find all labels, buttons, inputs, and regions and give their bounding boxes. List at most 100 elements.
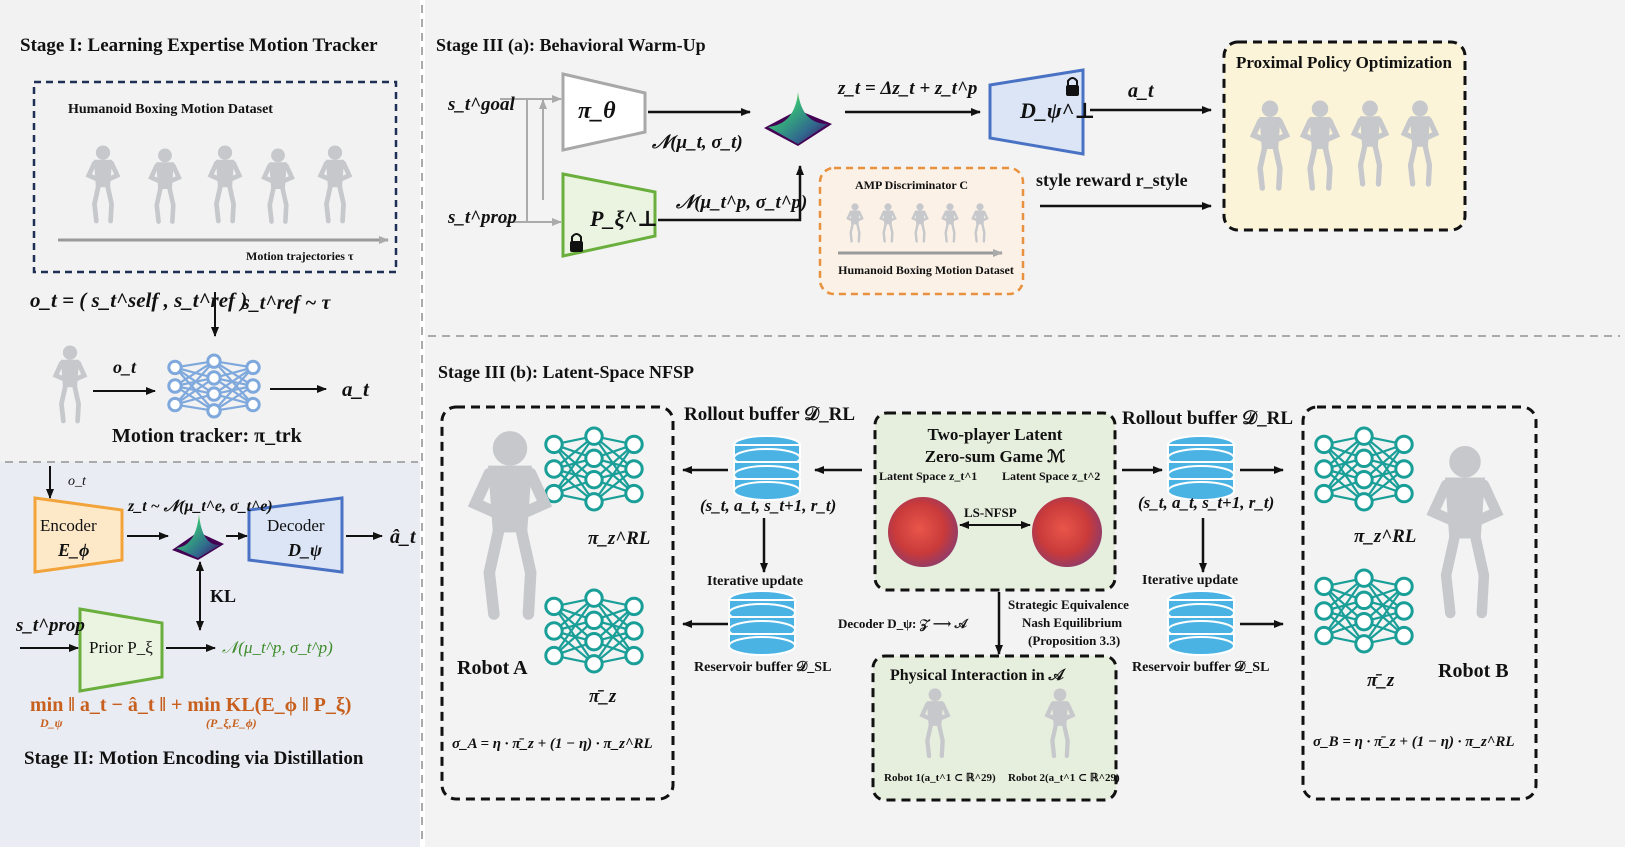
- stage2-prop: s_t^prop: [16, 615, 85, 636]
- iterative-left: Iterative update: [707, 574, 804, 589]
- neural-net-icon-pi-rl-right: [1314, 426, 1414, 512]
- latent-space-1: Latent Space z_t^1: [879, 469, 978, 483]
- reservoir-left: Reservoir buffer 𝒟_SL: [694, 660, 832, 675]
- loss-sub-prior: (P_ξ,E_ϕ): [206, 716, 257, 730]
- neural-net-icon-pi-bar-right: [1314, 568, 1414, 654]
- ppo-box: [1222, 40, 1467, 232]
- amp-box: [818, 166, 1025, 296]
- style-reward: style reward r_style: [1036, 170, 1188, 190]
- prior-distribution: 𝒩(μ_t^p, σ_t^p): [222, 638, 333, 657]
- neural-net-icon-tracker: [167, 353, 261, 419]
- rollout-left-label: Rollout buffer 𝒟_RL: [684, 404, 856, 425]
- humanoid-icon-dataset-4: [261, 148, 295, 224]
- game-title-line2: Zero-sum Game ℳ: [924, 447, 1066, 466]
- rollout-right-label: Rollout buffer 𝒟_RL: [1122, 408, 1294, 429]
- humanoid-icon-amp-4: [941, 203, 959, 243]
- lock-icon-prior: [570, 233, 583, 252]
- lock-icon-decoder: [1066, 77, 1079, 96]
- policy-distribution: 𝒩(μ_t, σ_t): [652, 132, 743, 153]
- observation-equation: o_t = ( s_t^self , s_t^ref ): [30, 288, 248, 312]
- humanoid-icon-amp-2: [879, 203, 897, 243]
- pi-bar-right: π̄_z: [1367, 670, 1395, 691]
- database-icon-rollout-right: [1167, 435, 1235, 501]
- database-icon-rollout-left: [733, 435, 801, 501]
- humanoid-icon-robot-a: [467, 431, 553, 620]
- loss-equation: min ‖ a_t − â_t ‖ + min KL(E_ϕ ‖ P_ξ): [30, 694, 352, 716]
- humanoid-icon-dataset-3: [207, 145, 243, 224]
- game-title-line1: Two-player Latent: [927, 425, 1063, 444]
- goal-state: s_t^goal: [448, 94, 515, 115]
- tuple-left: (s_t, a_t, s_t+1, r_t): [700, 496, 837, 515]
- pi-rl-right: π_z^RL: [1354, 526, 1417, 547]
- sphere-icon-left: [888, 497, 958, 567]
- amp-label: AMP Discriminator C: [855, 178, 969, 192]
- decoder-mapping: Decoder D_ψ: 𝒵 ⟶ 𝒜: [838, 616, 967, 631]
- database-icon-reservoir-right: [1167, 590, 1235, 656]
- latent-equation: z_t = Δz_t + z_t^p: [838, 78, 978, 99]
- humanoid-icon-robot-b: [1426, 446, 1504, 619]
- stage3b-title: Stage III (b): Latent-Space NFSP: [438, 362, 694, 382]
- reconstructed-action: â_t: [390, 526, 416, 548]
- decoder-frozen-symbol: D_ψ^⊥: [1020, 98, 1096, 123]
- robot-a-label: Robot A: [457, 657, 528, 679]
- decoder-frozen-block: [988, 68, 1085, 156]
- loss-sub-decoder: D_ψ: [40, 716, 63, 730]
- tracker-action: a_t: [342, 377, 369, 401]
- stage2-title: Stage II: Motion Encoding via Distillati…: [24, 748, 364, 769]
- ls-nfsp-label: LS-NFSP: [964, 505, 1017, 520]
- decoder-label: Decoder: [267, 516, 325, 535]
- robot-b-label: Robot B: [1438, 660, 1509, 682]
- prop-state: s_t^prop: [448, 207, 517, 228]
- dataset-box: [32, 80, 398, 274]
- tracker-title: Motion tracker: π_trk: [112, 425, 302, 447]
- policy-block: [561, 72, 647, 152]
- humanoid-icon-amp-3: [911, 203, 929, 243]
- encoder-label: Encoder: [40, 516, 97, 535]
- reference-sample: s_t^ref ~ τ: [242, 292, 331, 314]
- humanoid-icon-dataset-1: [85, 145, 121, 224]
- kl-label: KL: [210, 586, 237, 606]
- prior-label: Prior P_ξ: [89, 638, 153, 657]
- humanoid-icon-dataset-2: [148, 148, 182, 224]
- tuple-right: (s_t, a_t, s_t+1, r_t): [1138, 493, 1275, 512]
- strategic-equivalence: Strategic Equivalence: [1008, 597, 1129, 612]
- stage3a-action: a_t: [1128, 80, 1154, 102]
- physical-interaction-label: Physical Interaction in 𝒜: [890, 667, 1064, 684]
- gaussian-icon-stage3: [764, 92, 832, 146]
- humanoid-icon-robot-1: [919, 688, 951, 759]
- latent-space-2: Latent Space z_t^2: [1002, 469, 1101, 483]
- humanoid-icon-amp-5: [971, 203, 989, 243]
- prior-frozen-block: [561, 172, 657, 258]
- stage1-title: Stage I: Learning Expertise Motion Track…: [20, 35, 378, 56]
- prior-frozen-symbol: P_ξ^⊥: [590, 206, 658, 231]
- pi-rl-left: π_z^RL: [588, 528, 651, 549]
- stage3a-title: Stage III (a): Behavioral Warm-Up: [436, 35, 706, 55]
- database-icon-reservoir-left: [728, 590, 796, 656]
- stage2-obs: o_t: [68, 474, 86, 489]
- humanoid-icon-robot-2: [1044, 688, 1076, 759]
- humanoid-icon-amp-1: [846, 203, 864, 243]
- humanoid-icon-ppo-2: [1299, 100, 1341, 191]
- dataset-title: Humanoid Boxing Motion Dataset: [68, 102, 273, 117]
- iterative-right: Iterative update: [1142, 573, 1239, 588]
- robot1-label: Robot 1(a_t^1 ⊂ ℝ^29): [884, 772, 996, 784]
- humanoid-icon-dataset-5: [317, 145, 353, 224]
- encoder-symbol: E_ϕ: [58, 540, 90, 560]
- sphere-icon-right: [1032, 497, 1102, 567]
- prior-frozen-distribution: 𝒩(μ_t^p, σ_t^p): [676, 192, 808, 213]
- amp-dataset-label: Humanoid Boxing Motion Dataset: [838, 263, 1014, 277]
- sigma-a-equation: σ_A = η · π̄_z + (1 − η) · π_z^RL: [452, 736, 653, 752]
- pi-bar-left: π̄_z: [589, 686, 617, 707]
- humanoid-icon-ppo-1: [1249, 100, 1291, 191]
- policy-symbol: π_θ: [578, 98, 616, 124]
- humanoid-icon-ppo-3: [1350, 100, 1390, 187]
- humanoid-icon-tracker: [52, 345, 88, 424]
- reservoir-right: Reservoir buffer 𝒟_SL: [1132, 660, 1270, 675]
- neural-net-icon-pi-bar-left: [544, 588, 644, 674]
- trajectories-label: Motion trajectories τ: [246, 249, 354, 263]
- robot-b-box: [1301, 405, 1538, 801]
- decoder-block: [247, 496, 344, 574]
- decoder-symbol: D_ψ: [288, 540, 323, 560]
- proposition-ref: (Proposition 3.3): [1028, 633, 1121, 648]
